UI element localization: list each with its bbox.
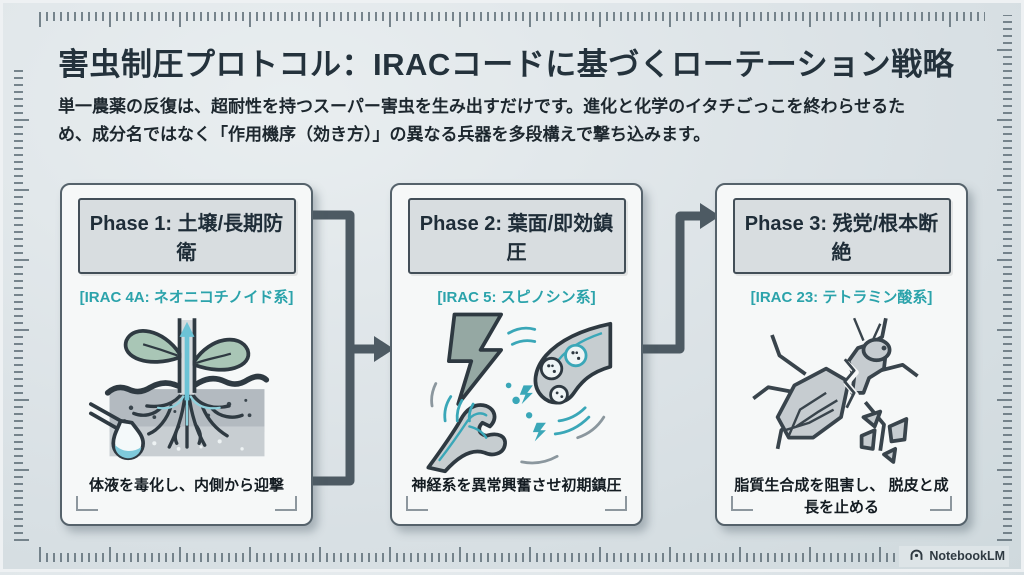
bracket-bottom-left [406,496,428,511]
phase-2-irac-label: [IRAC 5: スピノシン系] [437,289,596,306]
phase-3-irac-label: [IRAC 23: テトラミン酸系] [750,289,933,306]
notebooklm-logo-icon [910,549,923,560]
page-title: 害虫制圧プロトコル：IRACコードに基づくローテーション戦略 [58,47,955,82]
systemic-plant-roots-icon [88,318,269,460]
notebooklm-label: NotebookLM [929,548,1005,563]
notebooklm-watermark: NotebookLM [899,546,1009,567]
bracket-bottom-right [275,496,297,511]
bracket-bottom-right [930,496,952,511]
phase-3-description: 脂質生合成を阻害し、 脱皮と成長を止める [734,477,949,516]
phase-1-irac-label: [IRAC 4A: ネオニコチノイド系] [79,289,294,306]
ruler-right [997,15,1012,541]
phase-2-description: 神経系を異常興奮させ初期鎮圧 [411,477,622,494]
phase-2-title: Phase 2: 葉面/即効鎮圧 [407,198,626,274]
phase-3-card: Phase 3: 残党/根本断絶 [IRAC 23: テトラミン酸系] [715,183,968,526]
phase-2-card: Phase 2: 葉面/即効鎮圧 [IRAC 5: スピノシン系] [390,183,643,526]
page-subtitle: 単一農薬の反復は、超耐性を持つスーパー害虫を生み出すだけです。進化と化学のイタチ… [58,97,906,144]
ruler-top [39,12,985,27]
phase-1-title: Phase 1: 土壌/長期防衛 [77,198,296,274]
ruler-bottom [39,547,985,562]
bracket-bottom-left [731,496,753,511]
phase-1-card: Phase 1: 土壌/長期防衛 [IRAC 4A: ネオニコチノイド系] [60,183,313,526]
connector-2-path [639,211,703,354]
phase-3-title: Phase 3: 残党/根本断絶 [732,198,951,274]
connector-1-bracket [309,210,355,486]
phase-1-description: 体液を毒化し、内側から迎撃 [88,477,284,494]
ruler-left [14,65,29,541]
bracket-bottom-right [605,496,627,511]
synapse-shock-icon [425,312,612,474]
bracket-bottom-left [76,496,98,511]
shattered-insect-icon [751,317,919,464]
